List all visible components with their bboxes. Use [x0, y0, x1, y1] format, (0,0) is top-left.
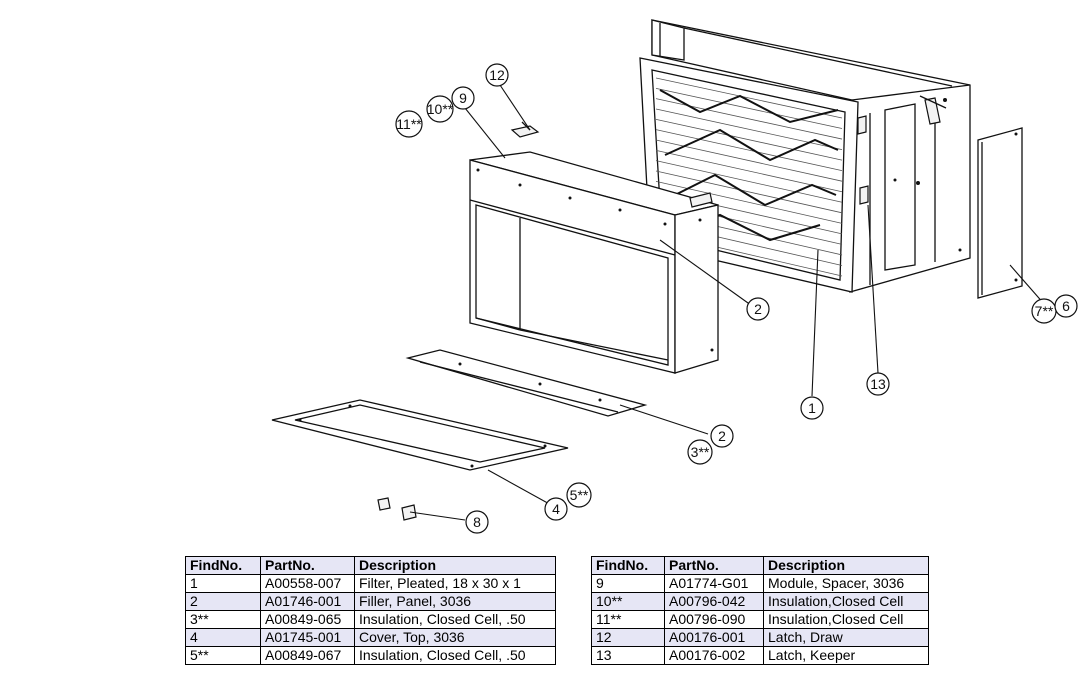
cell-part-no: A00176-001 [664, 628, 764, 647]
svg-text:7**: 7** [1035, 303, 1054, 319]
header-description: Description [354, 556, 556, 575]
svg-text:2: 2 [718, 428, 726, 444]
cell-find-no: 2 [185, 592, 261, 611]
leader-lines [409, 84, 1046, 521]
cell-find-no: 5** [185, 646, 261, 665]
pleat-line [655, 160, 843, 203]
callout-4: 4 [544, 497, 568, 521]
cell-find-no: 4 [185, 628, 261, 647]
svg-text:9: 9 [459, 90, 467, 106]
cell-part-no: A00796-090 [664, 610, 764, 629]
latch-brackets [377, 497, 417, 521]
svg-text:8: 8 [473, 514, 481, 530]
cell-find-no: 13 [591, 646, 665, 665]
callout-9: 9 [451, 86, 475, 110]
top-cover [271, 399, 569, 471]
svg-text:4: 4 [552, 501, 560, 517]
header-find-no: FindNo. [185, 556, 261, 575]
pleat-line [655, 139, 843, 182]
table-row: 2 A01746-001 Filler, Panel, 3036 [185, 592, 556, 611]
pleat-line [655, 129, 843, 172]
cell-find-no: 11** [591, 610, 665, 629]
cell-part-no: A00849-067 [260, 646, 355, 665]
cell-description: Insulation,Closed Cell [763, 592, 929, 611]
filter-housing [651, 19, 971, 293]
cell-find-no: 10** [591, 592, 665, 611]
table-row: 12 A00176-001 Latch, Draw [591, 628, 929, 647]
cell-part-no: A00849-065 [260, 610, 355, 629]
cell-description: Insulation, Closed Cell, .50 [354, 610, 556, 629]
draw-latch [510, 121, 540, 138]
callout-3: 3** [687, 439, 713, 465]
pleat-line [655, 87, 843, 129]
svg-text:10**: 10** [427, 101, 454, 117]
header-find-no: FindNo. [591, 556, 665, 575]
table-row: 9 A01774-G01 Module, Spacer, 3036 [591, 574, 929, 593]
svg-text:3**: 3** [691, 444, 710, 460]
exploded-parts-diagram: 12 9 10** 11** 2 2 3** 4 5** 8 1 13 7** … [271, 19, 1078, 534]
callout-6: 6 [1054, 294, 1078, 318]
cell-part-no: A00796-042 [664, 592, 764, 611]
parts-table-right: FindNo. PartNo. Description 9 A01774-G01… [591, 556, 929, 665]
callout-2-upper: 2 [746, 297, 770, 321]
svg-text:6: 6 [1062, 298, 1070, 314]
cell-part-no: A01745-001 [260, 628, 355, 647]
svg-text:5**: 5** [570, 487, 589, 503]
callout-1: 1 [800, 396, 824, 420]
cell-description: Insulation, Closed Cell, .50 [354, 646, 556, 665]
header-description: Description [763, 556, 929, 575]
pleat-line [655, 77, 843, 119]
svg-text:11**: 11** [396, 116, 422, 132]
table-row: 5** A00849-067 Insulation, Closed Cell, … [185, 646, 556, 665]
cell-part-no: A01774-G01 [664, 574, 764, 593]
table-row: 4 A01745-001 Cover, Top, 3036 [185, 628, 556, 647]
callout-12: 12 [485, 63, 509, 87]
svg-text:1: 1 [808, 400, 816, 416]
callout-7: 7** [1031, 298, 1057, 324]
callout-11: 11** [395, 110, 423, 138]
table-row: 11** A00796-090 Insulation,Closed Cell [591, 610, 929, 629]
header-part-no: PartNo. [664, 556, 764, 575]
cell-find-no: 9 [591, 574, 665, 593]
table-row: 1 A00558-007 Filter, Pleated, 18 x 30 x … [185, 574, 556, 593]
filler-panel [405, 349, 648, 417]
svg-text:13: 13 [870, 376, 886, 392]
cell-description: Filter, Pleated, 18 x 30 x 1 [354, 574, 556, 593]
table-row: 10** A00796-042 Insulation,Closed Cell [591, 592, 929, 611]
cell-part-no: A00176-002 [664, 646, 764, 665]
cell-find-no: 3** [185, 610, 261, 629]
header-part-no: PartNo. [260, 556, 355, 575]
callout-8: 8 [465, 510, 489, 534]
cell-find-no: 12 [591, 628, 665, 647]
table-header-row: FindNo. PartNo. Description [591, 556, 929, 575]
cell-description: Module, Spacer, 3036 [763, 574, 929, 593]
svg-text:12: 12 [489, 67, 505, 83]
table-row: 13 A00176-002 Latch, Keeper [591, 646, 929, 665]
cell-description: Latch, Draw [763, 628, 929, 647]
table-row: 3** A00849-065 Insulation, Closed Cell, … [185, 610, 556, 629]
cell-description: Cover, Top, 3036 [354, 628, 556, 647]
pleat-line [655, 170, 843, 214]
callout-2-lower: 2 [710, 424, 734, 448]
cell-part-no: A00558-007 [260, 574, 355, 593]
table-header-row: FindNo. PartNo. Description [185, 556, 556, 575]
cell-description: Latch, Keeper [763, 646, 929, 665]
pleat-line [655, 118, 843, 161]
side-cover-panel [977, 127, 1023, 299]
svg-text:2: 2 [754, 301, 762, 317]
cell-find-no: 1 [185, 574, 261, 593]
callout-10: 10** [426, 95, 454, 123]
callout-13: 13 [866, 372, 890, 396]
callout-5: 5** [566, 482, 592, 508]
parts-table-left: FindNo. PartNo. Description 1 A00558-007… [185, 556, 556, 665]
cell-description: Insulation,Closed Cell [763, 610, 929, 629]
cell-description: Filler, Panel, 3036 [354, 592, 556, 611]
spacer-module [469, 151, 719, 374]
cell-part-no: A01746-001 [260, 592, 355, 611]
